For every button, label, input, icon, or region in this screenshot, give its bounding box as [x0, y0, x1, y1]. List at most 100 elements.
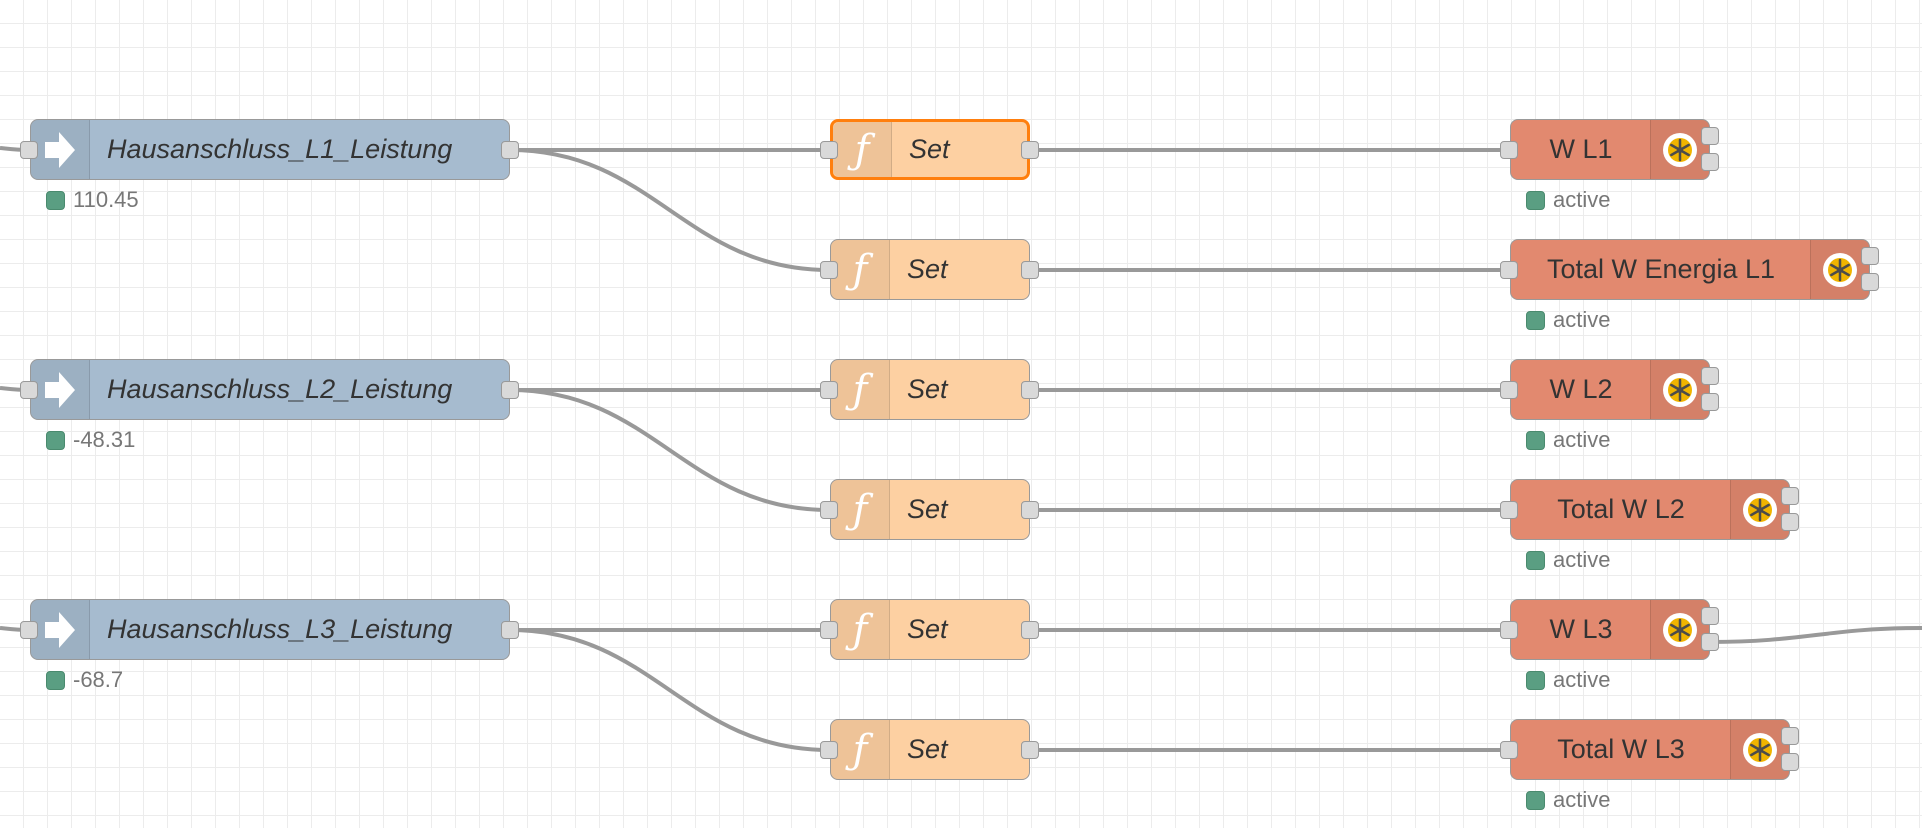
- function-f-icon: ƒ: [831, 360, 890, 419]
- output-node-w-l2[interactable]: W L2: [1510, 359, 1710, 420]
- input-port[interactable]: [20, 381, 38, 399]
- function-node-set-1[interactable]: ƒ Set: [830, 119, 1030, 180]
- output-port[interactable]: [1781, 727, 1799, 745]
- input-port[interactable]: [1500, 261, 1518, 279]
- output-port[interactable]: [1861, 273, 1879, 291]
- output-port[interactable]: [1701, 367, 1719, 385]
- wire-input-to-function[interactable]: [509, 628, 830, 752]
- input-port[interactable]: [1500, 141, 1518, 159]
- input-port[interactable]: [20, 141, 38, 159]
- node-status: -68.7: [46, 667, 123, 693]
- function-node-set-3[interactable]: ƒ Set: [830, 359, 1030, 420]
- wheel-gear-icon: [1650, 600, 1709, 659]
- input-port[interactable]: [20, 621, 38, 639]
- node-status: active: [1526, 187, 1610, 213]
- status-dot: [46, 670, 65, 690]
- input-port[interactable]: [1500, 381, 1518, 399]
- input-port[interactable]: [1500, 741, 1518, 759]
- output-node-total-w-energia-l1[interactable]: Total W Energia L1: [1510, 239, 1870, 300]
- arrow-right-icon: [31, 120, 90, 179]
- function-node-label: Set: [907, 374, 948, 404]
- node-status: 110.45: [46, 187, 139, 213]
- node-status: active: [1526, 787, 1610, 813]
- input-port[interactable]: [1500, 501, 1518, 519]
- output-port[interactable]: [1021, 501, 1039, 519]
- status-dot: [46, 190, 65, 210]
- function-node-set-5[interactable]: ƒ Set: [830, 599, 1030, 660]
- status-text: -68.7: [73, 667, 124, 692]
- function-f-icon: ƒ: [831, 480, 890, 539]
- output-port[interactable]: [1701, 153, 1719, 171]
- output-node-total-w-l2[interactable]: Total W L2: [1510, 479, 1790, 540]
- input-node-l2[interactable]: Hausanschluss_L2_Leistung: [30, 359, 510, 420]
- input-node-label: Hausanschluss_L1_Leistung: [107, 134, 453, 164]
- output-node-label: Total W L2: [1557, 494, 1685, 524]
- wire-input-to-function[interactable]: [509, 388, 830, 512]
- output-port[interactable]: [1781, 487, 1799, 505]
- function-node-label: Set: [907, 614, 948, 644]
- node-status: active: [1526, 547, 1610, 573]
- status-dot: [46, 430, 65, 450]
- status-dot: [1526, 310, 1545, 330]
- status-dot: [1526, 190, 1545, 210]
- function-node-set-6[interactable]: ƒ Set: [830, 719, 1030, 780]
- function-f-icon: ƒ: [831, 600, 890, 659]
- node-status: active: [1526, 427, 1610, 453]
- input-port[interactable]: [820, 621, 838, 639]
- output-port[interactable]: [1021, 381, 1039, 399]
- output-port[interactable]: [1781, 513, 1799, 531]
- wheel-gear-icon: [1650, 360, 1709, 419]
- output-port[interactable]: [501, 381, 519, 399]
- function-node-set-2[interactable]: ƒ Set: [830, 239, 1030, 300]
- input-node-l1[interactable]: Hausanschluss_L1_Leistung: [30, 119, 510, 180]
- arrow-right-icon: [31, 360, 90, 419]
- input-node-l3[interactable]: Hausanschluss_L3_Leistung: [30, 599, 510, 660]
- input-port[interactable]: [820, 381, 838, 399]
- function-node-label: Set: [909, 134, 950, 164]
- output-port[interactable]: [1021, 141, 1039, 159]
- output-port[interactable]: [1021, 261, 1039, 279]
- output-port[interactable]: [1021, 621, 1039, 639]
- status-dot: [1526, 790, 1545, 810]
- input-port[interactable]: [820, 741, 838, 759]
- wire-input-to-function[interactable]: [509, 148, 830, 272]
- status-dot: [1526, 670, 1545, 690]
- output-node-total-w-l3[interactable]: Total W L3: [1510, 719, 1790, 780]
- status-dot: [1526, 430, 1545, 450]
- output-node-label: W L2: [1549, 374, 1613, 404]
- output-port[interactable]: [1701, 633, 1719, 651]
- output-node-w-l1[interactable]: W L1: [1510, 119, 1710, 180]
- function-f-icon: ƒ: [831, 240, 890, 299]
- status-text: active: [1553, 187, 1611, 212]
- status-dot: [1526, 550, 1545, 570]
- function-node-label: Set: [907, 734, 948, 764]
- output-node-w-l3[interactable]: W L3: [1510, 599, 1710, 660]
- input-port[interactable]: [820, 141, 838, 159]
- status-text: active: [1553, 667, 1611, 692]
- output-port[interactable]: [1781, 753, 1799, 771]
- function-node-label: Set: [907, 494, 948, 524]
- function-node-set-4[interactable]: ƒ Set: [830, 479, 1030, 540]
- input-port[interactable]: [820, 261, 838, 279]
- output-port[interactable]: [1861, 247, 1879, 265]
- output-port[interactable]: [1701, 393, 1719, 411]
- output-port[interactable]: [1701, 127, 1719, 145]
- status-text: active: [1553, 547, 1611, 572]
- wire-outgoing[interactable]: [1709, 626, 1922, 644]
- status-text: active: [1553, 427, 1611, 452]
- arrow-right-icon: [31, 600, 90, 659]
- wheel-gear-icon: [1650, 120, 1709, 179]
- output-port[interactable]: [1701, 607, 1719, 625]
- status-text: -48.31: [73, 427, 136, 452]
- output-node-label: Total W Energia L1: [1546, 254, 1776, 284]
- output-port[interactable]: [1021, 741, 1039, 759]
- input-port[interactable]: [1500, 621, 1518, 639]
- output-port[interactable]: [501, 621, 519, 639]
- output-node-label: W L1: [1549, 134, 1613, 164]
- status-text: active: [1553, 307, 1611, 332]
- input-port[interactable]: [820, 501, 838, 519]
- node-status: active: [1526, 307, 1610, 333]
- output-port[interactable]: [501, 141, 519, 159]
- function-f-icon: ƒ: [831, 720, 890, 779]
